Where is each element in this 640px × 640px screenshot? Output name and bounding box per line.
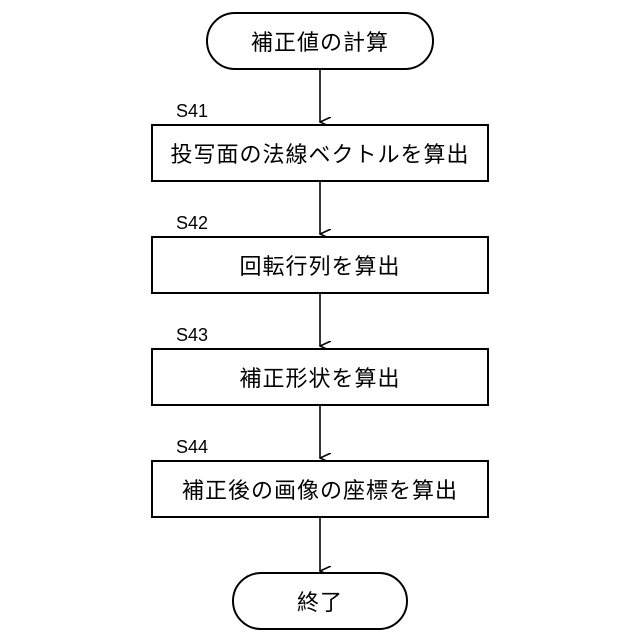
end-label: 終了 (297, 585, 343, 617)
step-id-s42: S42 (176, 214, 208, 232)
process-box-s41: 投写面の法線ベクトルを算出 (151, 124, 489, 182)
process-box-s44: 補正後の画像の座標を算出 (151, 460, 489, 518)
process-label-s44: 補正後の画像の座標を算出 (182, 473, 458, 505)
start-terminal: 補正値の計算 (206, 12, 434, 70)
process-label-s41: 投写面の法線ベクトルを算出 (170, 137, 469, 169)
process-box-s42: 回転行列を算出 (151, 236, 489, 294)
step-id-s44: S44 (176, 438, 208, 456)
step-id-s43: S43 (176, 326, 208, 344)
process-box-s43: 補正形状を算出 (151, 348, 489, 406)
process-label-s43: 補正形状を算出 (239, 361, 400, 393)
step-id-s41: S41 (176, 102, 208, 120)
end-terminal: 終了 (232, 572, 408, 630)
start-label: 補正値の計算 (251, 25, 389, 57)
process-label-s42: 回転行列を算出 (239, 249, 400, 281)
